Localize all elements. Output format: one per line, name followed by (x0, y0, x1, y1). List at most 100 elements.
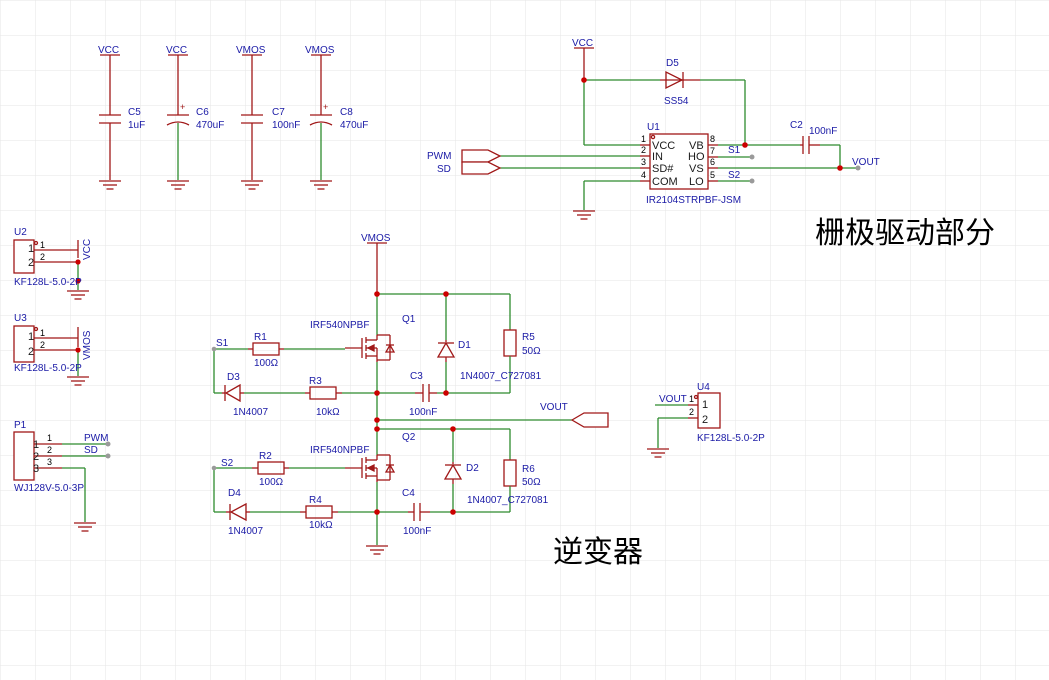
r5-ref: R5 (522, 332, 535, 343)
r1-value: 100Ω (254, 358, 279, 369)
p1-body-1: 1 (33, 439, 39, 451)
connector-p1[interactable] (13, 431, 108, 532)
cap-c5[interactable] (98, 54, 122, 190)
net-vout-label: VOUT (852, 157, 880, 168)
d3-value: 1N4007 (233, 407, 268, 418)
u2-net-label: VCC (82, 239, 93, 260)
u2-ref: U2 (14, 227, 27, 238)
s1-label: S1 (216, 338, 229, 349)
d4-ref: D4 (228, 488, 241, 499)
d1-ref: D1 (458, 340, 471, 351)
resistor-r2[interactable] (252, 461, 289, 475)
d2-value: 1N4007_C727081 (467, 495, 549, 506)
c2-value: 100nF (809, 126, 837, 137)
cap-c8[interactable] (309, 54, 333, 190)
pwm-net-flag[interactable] (461, 149, 502, 163)
r1-ref: R1 (254, 332, 267, 343)
sd-net-flag[interactable] (461, 161, 502, 175)
resistor-r3[interactable] (305, 386, 342, 400)
c6-value: 470uF (196, 120, 224, 131)
resistor-r4[interactable] (300, 505, 338, 519)
diode-d2[interactable] (443, 462, 463, 484)
connector-u2[interactable] (13, 239, 90, 300)
u4-pin-2: 2 (689, 407, 694, 417)
u1-pin-num-2: 2 (641, 145, 646, 155)
s2-label: S2 (221, 458, 234, 469)
c7-power-label: VMOS (236, 45, 266, 56)
c3-ref: C3 (410, 371, 423, 382)
u1-pin-num-5: 5 (710, 170, 715, 180)
u1-pin-in: IN (652, 151, 663, 163)
p1-pin-2: 2 (47, 445, 52, 455)
u1-pin-ho: HO (688, 151, 705, 163)
p1-pin-1: 1 (47, 433, 52, 443)
vout-net-flag[interactable] (570, 412, 609, 428)
inverter-section (213, 242, 609, 555)
p1-pin-3: 3 (47, 457, 52, 467)
net-s1-label: S1 (728, 145, 741, 156)
d5-ref: D5 (666, 58, 679, 69)
mosfet-q2[interactable] (345, 454, 396, 482)
u2-body-2: 2 (28, 257, 34, 269)
u1-pin-num-8: 8 (710, 134, 715, 144)
connector-u4[interactable] (646, 392, 721, 458)
u1-pin-num-6: 6 (710, 157, 715, 167)
q1-part: IRF540NPBF (310, 320, 369, 331)
u4-part: KF128L-5.0-2P (697, 433, 765, 444)
diode-d5[interactable] (660, 70, 700, 90)
u3-body-2: 2 (28, 346, 34, 358)
r2-value: 100Ω (259, 477, 284, 488)
u4-ref: U4 (697, 382, 710, 393)
cap-c4[interactable] (408, 503, 430, 521)
c8-value: 470uF (340, 120, 368, 131)
u1-ref: U1 (647, 122, 660, 133)
c7-value: 100nF (272, 120, 300, 131)
r5-value: 50Ω (522, 346, 541, 357)
q1-ref: Q1 (402, 314, 416, 325)
u2-pin-1: 1 (40, 240, 45, 250)
r3-value: 10kΩ (316, 407, 340, 418)
c5-power-label: VCC (98, 45, 119, 56)
u1-pin-vs: VS (689, 163, 704, 175)
cap-c6[interactable] (166, 54, 190, 190)
c8-ref: C8 (340, 107, 353, 118)
cap-c3[interactable] (415, 384, 437, 402)
inverter-net-ends (211, 346, 217, 471)
u3-body-1: 1 (28, 331, 34, 343)
p1-ref: P1 (14, 420, 27, 431)
p1-part: WJ128V-5.0-3P (14, 483, 84, 494)
diode-d3[interactable] (222, 383, 244, 403)
gate-driver-junctions (581, 77, 843, 171)
connector-u3[interactable] (13, 325, 90, 386)
mosfet-q1[interactable] (345, 334, 396, 362)
d5-value: SS54 (664, 96, 689, 107)
u4-body-1: 1 (702, 399, 708, 411)
resistor-r1[interactable] (248, 342, 284, 356)
gate-drive-title: 栅极驱动部分 (815, 216, 995, 251)
c5-ref: C5 (128, 107, 141, 118)
net-s2-label: S2 (728, 170, 741, 181)
u4-body-2: 2 (702, 414, 708, 426)
cap-c2[interactable] (800, 136, 820, 154)
u1-part: IR2104STRPBF-JSM (646, 195, 741, 206)
q2-part: IRF540NPBF (310, 445, 369, 456)
sd-flag-label: SD (437, 164, 451, 175)
diode-d1[interactable] (436, 340, 456, 362)
cap-c7[interactable] (240, 54, 264, 190)
u2-part: KF128L-5.0-2P (14, 277, 82, 288)
u1-pin-num-1: 1 (641, 134, 646, 144)
diode-d4[interactable] (226, 502, 250, 522)
u1-pin-num-7: 7 (710, 146, 715, 156)
r6-value: 50Ω (522, 477, 541, 488)
p1-body-2: 2 (33, 451, 39, 463)
u3-pin-1: 1 (40, 328, 45, 338)
vmos-label: VMOS (361, 233, 391, 244)
u1-vcc-label: VCC (572, 38, 593, 49)
u3-net-label: VMOS (82, 330, 93, 360)
r2-ref: R2 (259, 451, 272, 462)
r6-ref: R6 (522, 464, 535, 475)
r4-value: 10kΩ (309, 520, 333, 531)
ic-u1[interactable] (640, 133, 718, 190)
u3-part: KF128L-5.0-2P (14, 363, 82, 374)
